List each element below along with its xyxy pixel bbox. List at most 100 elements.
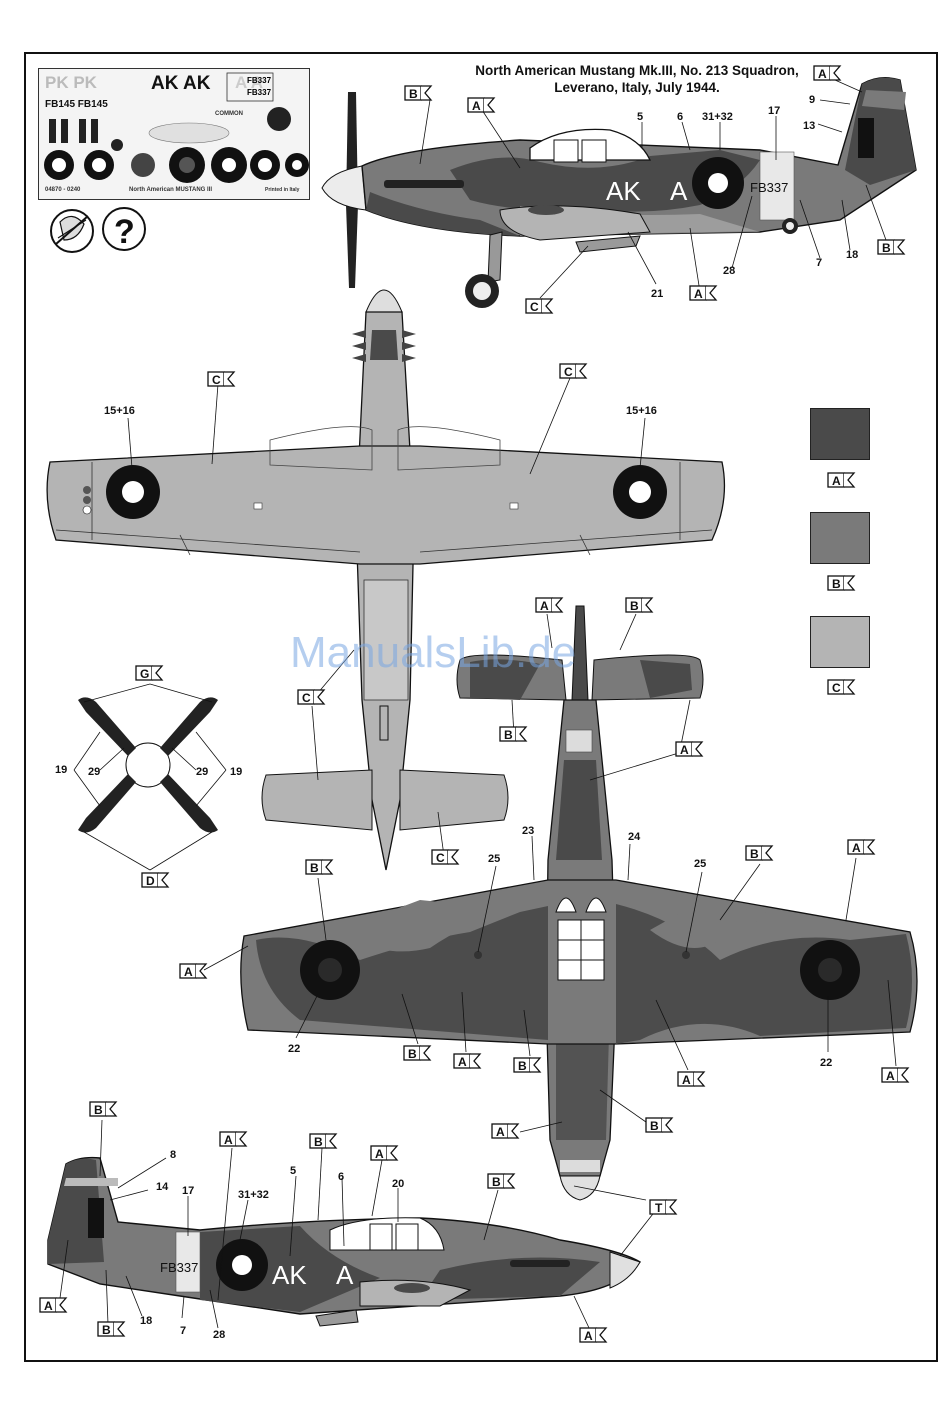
- flag-A-top-canopy: A: [467, 97, 495, 113]
- instruction-sheet-border: [24, 52, 938, 1362]
- decal-faded-codes: PK PK: [45, 73, 97, 92]
- flag-C-under-fuselage: C: [297, 689, 325, 705]
- svg-text:FB337: FB337: [247, 88, 272, 97]
- flag-C-under-left: C: [207, 371, 235, 387]
- svg-text:B: B: [518, 1059, 527, 1073]
- svg-text:A: A: [44, 1299, 53, 1313]
- title-line1: North American Mustang Mk.III, No. 213 S…: [475, 63, 799, 78]
- svg-text:FB337: FB337: [247, 76, 272, 85]
- svg-text:A: A: [680, 743, 689, 757]
- callout-25-left: 25: [488, 853, 500, 865]
- svg-text:A: A: [818, 67, 827, 81]
- title-line2: Leverano, Italy, July 1944.: [554, 80, 720, 95]
- svg-text:C: C: [212, 373, 221, 387]
- callout-24: 24: [628, 831, 641, 843]
- svg-text:A: A: [496, 1125, 505, 1139]
- callout-9-top: 9: [809, 94, 815, 106]
- svg-text:A: A: [472, 99, 481, 113]
- svg-text:C: C: [832, 681, 841, 695]
- side-code-right: A: [670, 176, 688, 206]
- callout-1516-left: 15+16: [104, 405, 135, 417]
- flag-A-plan-tailplane: A: [675, 741, 703, 757]
- svg-text:B: B: [882, 241, 891, 255]
- svg-text:A: A: [584, 1329, 593, 1343]
- svg-text:C: C: [302, 691, 311, 705]
- callout-20: 20: [392, 1178, 404, 1190]
- svg-text:A: A: [375, 1147, 384, 1161]
- flag-A-plan-inboard-right: A: [677, 1071, 705, 1087]
- svg-text:B: B: [408, 1047, 417, 1061]
- svg-text:T: T: [655, 1201, 663, 1215]
- decal-footer-right: Printed in Italy: [265, 187, 300, 193]
- svg-text:A: A: [224, 1133, 233, 1147]
- callout-28-bottom: 28: [213, 1329, 225, 1341]
- svg-text:B: B: [832, 577, 841, 591]
- flag-A-plan-nose: A: [491, 1123, 519, 1139]
- svg-text:B: B: [750, 847, 759, 861]
- flag-C-under-tail: C: [431, 849, 459, 865]
- decal-side-codes: FB145 FB145: [45, 99, 108, 110]
- svg-text:A: A: [694, 287, 703, 301]
- flag-A-plan-leftwingtip: A: [179, 963, 207, 979]
- callout-14: 14: [156, 1181, 169, 1193]
- legend-swatch-B: [810, 512, 870, 564]
- callout-29-left: 29: [88, 766, 100, 778]
- flag-A-plan-inboard-left: A: [453, 1053, 481, 1069]
- flag-A-top-belly: A: [689, 285, 717, 301]
- callout-23: 23: [522, 825, 534, 837]
- callout-19-right: 19: [230, 766, 242, 778]
- flag-B-plan-inboard-left: B: [403, 1045, 431, 1061]
- svg-text:A: A: [184, 965, 193, 979]
- svg-text:A: A: [852, 841, 861, 855]
- callout-29-right: 29: [196, 766, 208, 778]
- flag-A-plan-rightwingtip: A: [847, 839, 875, 855]
- no-glue-icon: [50, 209, 94, 253]
- svg-text:A: A: [682, 1073, 691, 1087]
- underside-view: [46, 289, 726, 871]
- flag-B-side2-nose: B: [487, 1173, 515, 1189]
- flag-T-side2-spinner: T: [649, 1199, 677, 1215]
- legend-swatch-A: [810, 408, 870, 460]
- svg-text:C: C: [530, 300, 539, 314]
- flag-B-side2-fuselage: B: [309, 1133, 337, 1149]
- callout-31-top: 31+32: [702, 111, 733, 123]
- svg-text:B: B: [650, 1119, 659, 1133]
- callout-17-top: 17: [768, 105, 780, 117]
- callout-13-top: 13: [803, 120, 815, 132]
- decal-faded-a: A A: [235, 73, 264, 92]
- flag-B-top-nose: B: [404, 85, 432, 101]
- svg-text:B: B: [102, 1323, 111, 1337]
- callout-21-top: 21: [651, 288, 663, 300]
- flag-B-side2-tailbottom: B: [97, 1321, 125, 1337]
- flag-B-top-tail: B: [877, 239, 905, 255]
- side-serial: FB337: [750, 180, 788, 195]
- svg-text:A: A: [886, 1069, 895, 1083]
- flag-B-plan-root: B: [513, 1057, 541, 1073]
- svg-text:A: A: [458, 1055, 467, 1069]
- callout-28-top: 28: [723, 265, 735, 277]
- decal-footer-center: North American MUSTANG III: [129, 187, 213, 193]
- callout-25-right: 25: [694, 858, 706, 870]
- callout-7-bottom: 7: [180, 1325, 186, 1337]
- svg-text:C: C: [436, 851, 445, 865]
- side2-code-left: AK: [272, 1260, 307, 1290]
- svg-text:B: B: [314, 1135, 323, 1149]
- decal-top-codes: AK AK: [151, 73, 211, 94]
- callout-18-top: 18: [846, 249, 858, 261]
- flag-A-plan-wingtip-right: A: [881, 1067, 909, 1083]
- watermark: ManualsLib.de: [290, 628, 577, 677]
- flag-B-plan-nose: B: [645, 1117, 673, 1133]
- callout-22-left: 22: [288, 1043, 300, 1055]
- callout-6-bottom: 6: [338, 1171, 344, 1183]
- flag-A-side2-fuselage: A: [219, 1131, 247, 1147]
- callout-8: 8: [170, 1149, 176, 1161]
- svg-text:A: A: [832, 474, 841, 488]
- flag-C-top-belly: C: [525, 298, 553, 314]
- svg-text:D: D: [146, 874, 155, 888]
- flag-B-plan-leftwing: B: [305, 859, 333, 875]
- flag-A-side2-tailbottom: A: [39, 1297, 67, 1313]
- callout-5-bottom: 5: [290, 1165, 296, 1177]
- callout-19-left: 19: [55, 764, 67, 776]
- side2-serial: FB337: [160, 1260, 198, 1275]
